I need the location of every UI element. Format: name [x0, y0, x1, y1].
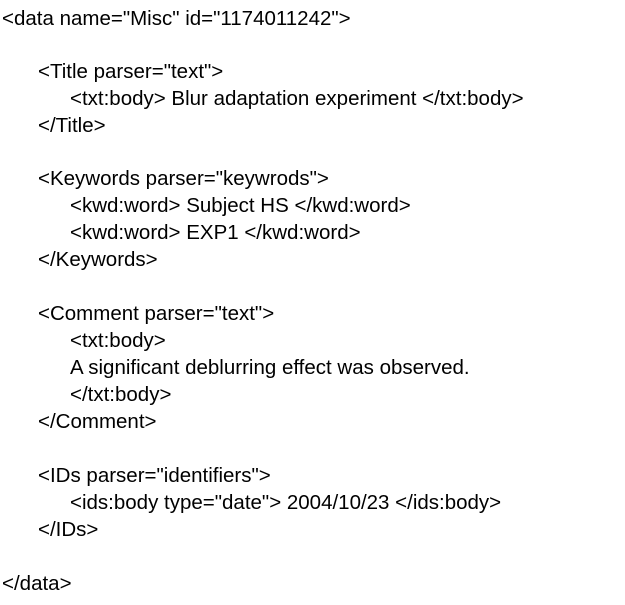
data-open-tag: <data name="Misc" id="1174011242"> [2, 7, 351, 30]
ids-open-tag: <IDs parser="identifiers"> [38, 464, 271, 487]
title-body-line: <txt:body> Blur adaptation experiment </… [70, 87, 524, 110]
comment-body-open: <txt:body> [70, 329, 166, 352]
keywords-open-tag: <Keywords parser="keywrods"> [38, 167, 329, 190]
keywords-close-tag: </Keywords> [38, 248, 158, 271]
title-close-tag: </Title> [38, 114, 106, 137]
data-close-tag: </data> [2, 572, 72, 595]
comment-close-tag: </Comment> [38, 410, 157, 433]
comment-text: A significant deblurring effect was obse… [70, 356, 470, 379]
ids-close-tag: </IDs> [38, 518, 99, 541]
title-open-tag: <Title parser="text"> [38, 60, 224, 83]
comment-body-close: </txt:body> [70, 383, 172, 406]
keyword-exp-line: <kwd:word> EXP1 </kwd:word> [70, 221, 361, 244]
ids-date-line: <ids:body type="date"> 2004/10/23 </ids:… [70, 491, 502, 514]
comment-open-tag: <Comment parser="text"> [38, 302, 275, 325]
keyword-subject-line: <kwd:word> Subject HS </kwd:word> [70, 194, 411, 217]
